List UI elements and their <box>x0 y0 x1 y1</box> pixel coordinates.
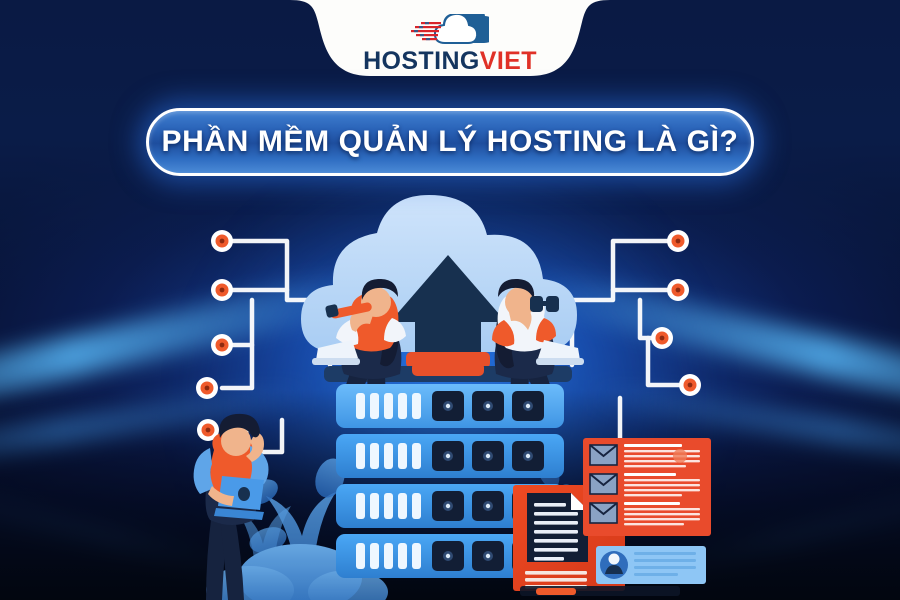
list-item <box>589 473 700 497</box>
server-unit <box>336 384 564 428</box>
logo-header-tab: HOSTINGVIET <box>290 0 610 88</box>
server-drive <box>512 441 544 471</box>
network-node <box>679 374 701 396</box>
network-node <box>651 327 673 349</box>
user-avatar-icon <box>600 551 628 579</box>
server-drive <box>512 391 544 421</box>
laptop-icon <box>312 340 360 365</box>
network-nodes-left <box>196 230 249 463</box>
network-node <box>196 377 218 399</box>
title-banner: PHẦN MỀM QUẢN LÝ HOSTING LÀ GÌ? <box>146 108 754 176</box>
server-drive <box>472 441 504 471</box>
person-standing-laptop <box>193 413 269 600</box>
person-right-binoculars <box>492 278 584 418</box>
email-list-panel <box>583 438 711 536</box>
network-node <box>211 334 233 356</box>
network-node <box>211 230 233 252</box>
network-node <box>667 230 689 252</box>
server-drive <box>432 491 464 521</box>
network-node <box>211 279 233 301</box>
user-profile-card <box>596 546 706 584</box>
server-drive <box>432 441 464 471</box>
server-drive <box>472 541 504 571</box>
server-drive <box>432 391 464 421</box>
server-drive <box>432 541 464 571</box>
network-node <box>197 419 219 441</box>
list-item <box>589 444 700 468</box>
envelope-icon <box>589 473 618 495</box>
network-node <box>667 279 689 301</box>
server-drive <box>472 391 504 421</box>
document-panel <box>513 485 625 591</box>
cloud-speed-icon <box>411 14 489 44</box>
logo[interactable]: HOSTINGVIET <box>350 14 550 74</box>
document-footer-lines <box>525 571 587 589</box>
binoculars-icon <box>530 296 559 312</box>
page-title: PHẦN MỀM QUẢN LÝ HOSTING LÀ GÌ? <box>161 125 739 158</box>
logo-text-primary: HOSTING <box>363 47 480 75</box>
telescope-icon <box>325 302 372 319</box>
envelope-icon <box>589 444 618 466</box>
envelope-icon <box>589 502 618 524</box>
list-item <box>589 502 700 526</box>
laptop-icon <box>536 340 584 365</box>
person-left-telescope <box>312 278 406 418</box>
server-unit <box>336 434 564 478</box>
logo-text: HOSTINGVIET <box>350 49 550 74</box>
logo-text-accent: VIET <box>479 47 537 75</box>
server-drive <box>472 491 504 521</box>
document-text-lines <box>534 503 578 561</box>
